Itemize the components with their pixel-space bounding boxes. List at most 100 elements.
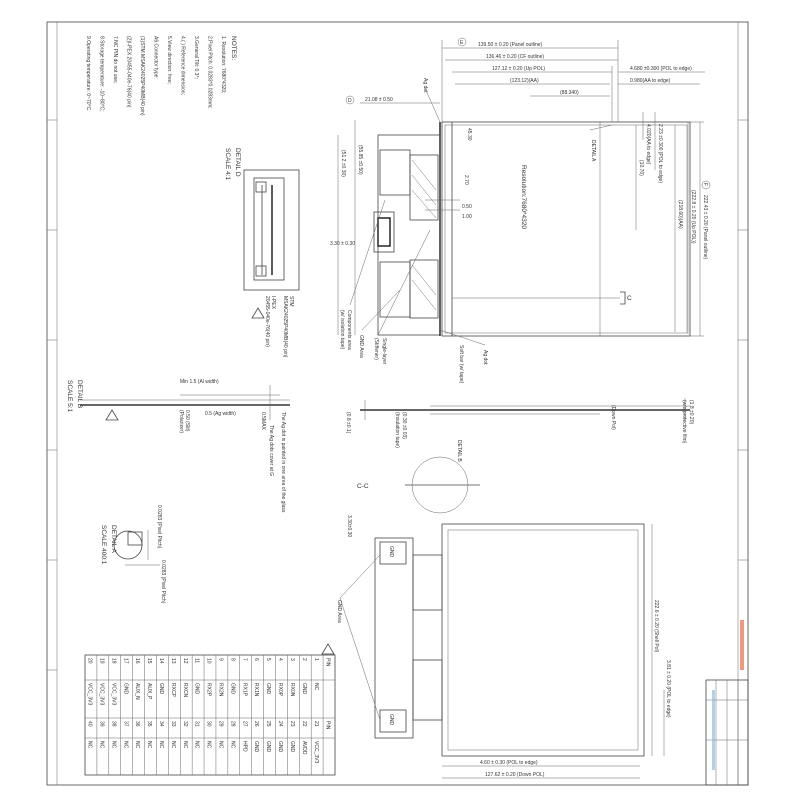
pin-signal: GND	[253, 741, 259, 753]
pin-number: 35	[146, 721, 152, 727]
pin-signal: NC	[182, 741, 188, 749]
pin-number: 14	[158, 658, 164, 664]
pin-number: 27	[241, 721, 247, 727]
pin-signal: NC	[170, 741, 176, 749]
pin-signal: HPD	[241, 741, 247, 752]
pin-signal: GND	[289, 741, 295, 753]
dim-fpc-h1: (51.2 ±0.30)	[340, 150, 346, 177]
pin-number: 16	[134, 658, 140, 664]
back-view: GND GND GND Area 3.30±0.30 222.6 ± 0.20 …	[336, 515, 671, 779]
pin-signal: GND	[265, 683, 271, 695]
pin-signal: GND	[229, 683, 235, 695]
gnd-area-back-label: GND Area	[336, 600, 342, 623]
dim-cf-outline: 136.46 ± 0.20 (CF outline)	[486, 54, 544, 60]
down-pol-label: (Down Pol)	[610, 405, 616, 430]
pin-signal: GND	[265, 741, 271, 753]
pin-signal: AVDD	[301, 741, 307, 755]
marker-f-circle	[701, 180, 711, 190]
connector-2-part: 20455-040e-76(40 pin)	[264, 296, 270, 347]
pin-number: 7	[241, 658, 247, 661]
detail-a: DETAIL A SCALE 400:1 0.0283 (Pixel Pitch…	[100, 505, 166, 604]
pin-signal: NC	[134, 741, 140, 749]
dim-fpc-h2: (55.85 ±0.50)	[357, 145, 363, 175]
revision-triangle-icon	[105, 409, 119, 421]
soft-bar-label: Soft bar (w/ tape)	[458, 345, 464, 384]
pin-number: 15	[146, 658, 152, 664]
dim-stiffener-thickness: (0.8 ±0.1)	[345, 412, 351, 434]
detail-b-label-7: The Ag dots cover at G	[268, 425, 274, 476]
pin-number: 11	[194, 658, 200, 663]
pin-number: 40	[87, 721, 93, 727]
dim-small-3: 2.70	[463, 175, 469, 185]
pin-signal: RX1P	[241, 683, 247, 697]
pin-number: 9	[218, 658, 224, 661]
dim-v-ref: (10.70)	[638, 160, 644, 176]
revision-triangle-icon	[251, 307, 265, 319]
detail-b-callout: DETAIL B	[456, 440, 462, 462]
pin-table-border	[84, 654, 336, 776]
pin-number: 20	[87, 658, 93, 664]
title-block	[705, 620, 749, 786]
pin-number: 33	[170, 721, 176, 727]
pin-signal: NC	[313, 683, 319, 691]
dim-back-pol-edge-h: 4.60 ± 0.30 (POL to edge)	[480, 760, 538, 766]
stiffener-label: (Stiffener)	[373, 338, 379, 360]
dim-small-2: 1.00	[462, 214, 472, 220]
detail-b-title: DETAIL B	[76, 380, 83, 408]
note-line: (2)I-PEX 20455-040e-76(40 pin)	[126, 36, 132, 108]
pin-number: 5	[265, 658, 271, 661]
isolation-tape-label: (w/ isolation tape)	[339, 310, 345, 350]
pin-number: 6	[253, 658, 259, 661]
pin-signal: VCC_3V3	[98, 683, 104, 705]
pin-signal: NC	[158, 741, 164, 749]
front-view: E 139.50 ± 0.20 (Panel outline) 136.46 ±…	[330, 37, 711, 384]
detail-b-label-4: (Polarizer)	[178, 410, 184, 433]
dim-v-aa-edge: 4.020(AA to edge)	[645, 124, 651, 165]
pin-signal: NC	[218, 741, 224, 749]
dim-thickness: (1.8 ±0.20)	[688, 400, 694, 424]
detail-b-label-2: 0.5 (Ag width)	[205, 411, 236, 417]
pin-number: 12	[182, 658, 188, 664]
pin-number: 22	[301, 721, 307, 727]
components-area-1	[379, 149, 411, 196]
pin-signal: AUX_N	[134, 683, 140, 700]
dim-fpc-thickness: (0.30 ±0.03)	[401, 412, 407, 439]
detail-a-title: DETAIL A	[110, 525, 117, 553]
pin-signal: NC	[110, 741, 116, 749]
note-line: (1)STM MSAK24025P40MB(40 pin)	[139, 36, 145, 116]
note-line: 8.Storage temperature: -10~80°C;	[99, 36, 105, 112]
components-area-label: Components area	[346, 310, 352, 350]
stamp-mark	[740, 620, 744, 670]
pin-signal: RX2N	[218, 683, 224, 697]
detail-b-label-1: Min 1.5 (Al width)	[180, 379, 219, 385]
ag-dot-bottom-label: Ag dot	[482, 350, 488, 365]
fpc-back	[374, 537, 414, 739]
pin-number: 28	[229, 721, 235, 727]
pin-signal: GND	[277, 741, 283, 753]
pin-signal: RX2P	[206, 683, 212, 697]
dim-up-pol: 127.12 ± 0.20 (Up POL)	[492, 66, 545, 72]
revision-triangle-icon	[321, 643, 335, 655]
pin-number: 17	[122, 658, 128, 664]
detail-d-title: DETAIL D	[234, 148, 241, 177]
detail-b: DETAIL B SCALE 5:1 Min 1.5 (Al width) 0.…	[66, 379, 290, 513]
gnd-top-label: GND	[388, 546, 394, 558]
connector-1-part: MSAK24025P40MB(40 pin)	[282, 296, 288, 358]
detail-a-scale: SCALE 400:1	[100, 525, 107, 565]
pin-number: 24	[277, 721, 283, 727]
dim-back-offset: 3.30±0.30	[346, 515, 352, 537]
dim-back-pol-edge-v: 3.81 ± 0.20 (POL to edge)	[665, 660, 671, 718]
dim-aa-to-edge: 0.980(AA to edge)	[630, 78, 671, 84]
pin-signal: GND	[158, 683, 164, 695]
pin-signal: AUX_P	[146, 683, 152, 700]
connector-2-label: I-PEX	[270, 296, 276, 310]
pin-number: 38	[110, 721, 116, 727]
pin-number: 23	[289, 721, 295, 727]
pin-number: 10	[206, 658, 212, 664]
pin-signal: GND	[301, 683, 307, 695]
pin-signal: NC	[194, 741, 200, 749]
gnd-area-label: GND Area	[358, 335, 364, 358]
note-line: 1. Resolution: 7680*4320;	[220, 36, 226, 94]
pin-number: 34	[158, 721, 164, 727]
detail-b-label-6: The Ag dot is painted in one area of the…	[280, 412, 286, 513]
